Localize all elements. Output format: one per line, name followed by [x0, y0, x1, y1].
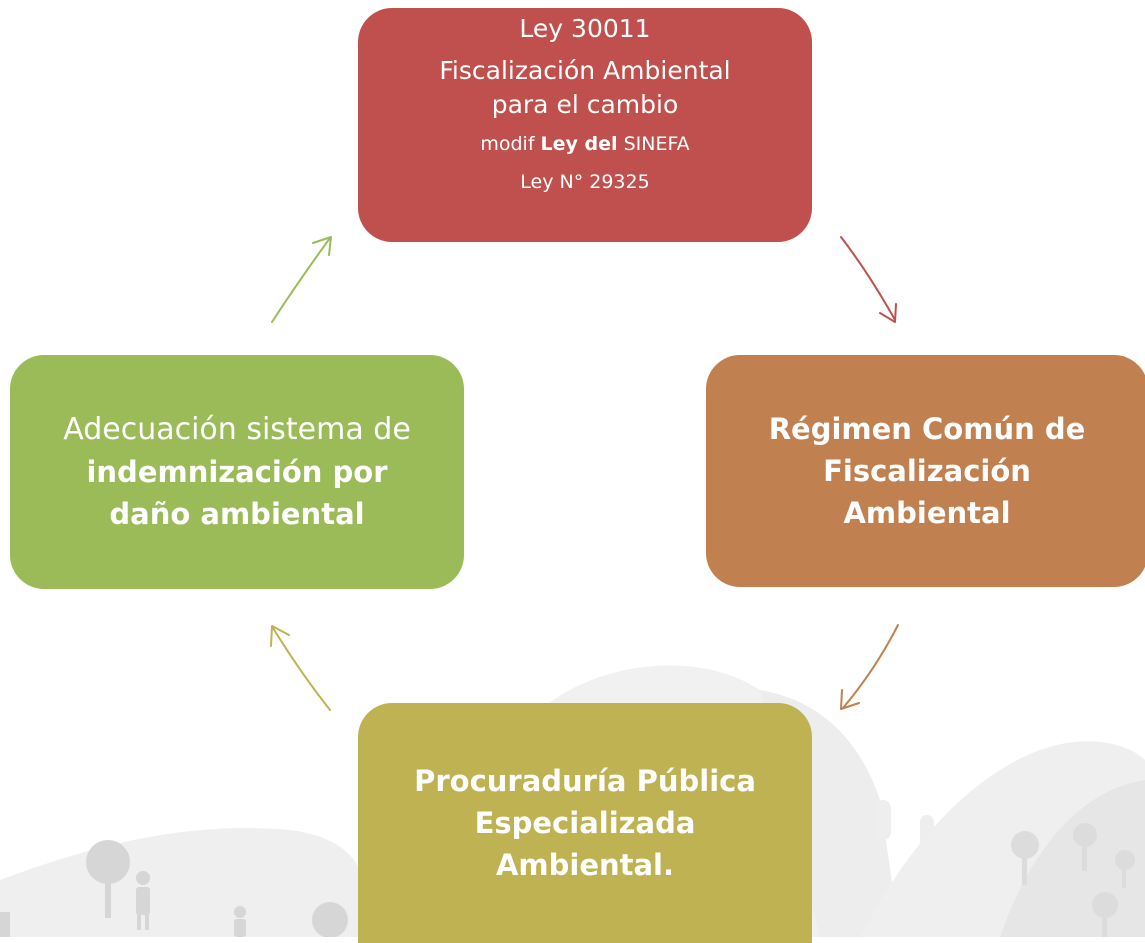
node-top-line4-prefix: modif: [480, 133, 541, 155]
node-regimen-comun: Régimen Común de Fiscalización Ambiental: [706, 355, 1145, 587]
node-top-line5: Ley N° 29325: [520, 171, 650, 193]
node-right-line2: Fiscalización: [823, 454, 1031, 488]
node-left-line2: indemnización por: [86, 455, 388, 489]
node-top-line4: modif Ley del SINEFA: [480, 128, 689, 160]
node-top-title: Ley 30011: [519, 14, 651, 43]
node-adecuacion: Adecuación sistema de indemnización por …: [10, 355, 464, 589]
node-procuraduria: Procuraduría Pública Especializada Ambie…: [358, 703, 812, 943]
node-top-line3: para el cambio: [491, 90, 679, 119]
node-ley-30011: Ley 30011 Fiscalización Ambiental para e…: [358, 8, 812, 242]
node-left-line1: Adecuación sistema de: [63, 412, 411, 447]
node-right-line1: Régimen Común de: [768, 412, 1086, 446]
node-right-line3: Ambiental: [843, 496, 1011, 530]
node-top-line4-suffix: SINEFA: [617, 133, 690, 155]
node-bottom-line3: Ambiental.: [495, 848, 675, 882]
node-bottom-line1: Procuraduría Pública: [414, 764, 756, 798]
node-top-line2: Fiscalización Ambiental: [439, 56, 731, 85]
node-left-line3: daño ambiental: [109, 497, 365, 531]
node-bottom-line2: Especializada: [474, 806, 696, 840]
node-top-line4-bold: Ley del: [540, 133, 618, 155]
